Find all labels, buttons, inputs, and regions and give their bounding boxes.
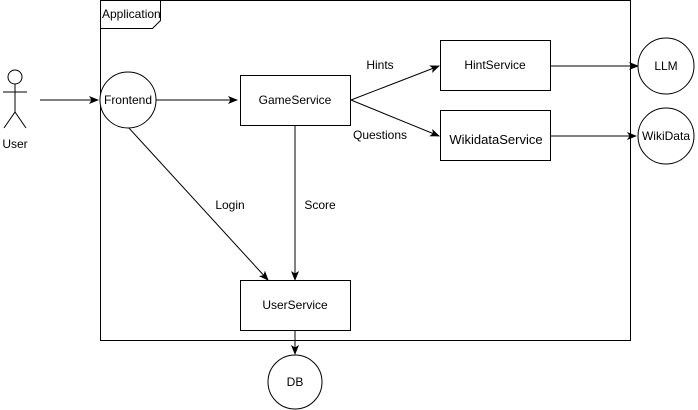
game-service-node: GameService	[240, 75, 351, 126]
game-service-label: GameService	[259, 93, 332, 107]
edge-label-score: Score	[304, 198, 336, 212]
frontend-node: Frontend	[99, 71, 157, 129]
db-node: DB	[267, 354, 323, 410]
application-frame: Application	[100, 0, 631, 341]
edge-gameservice-to-wikidataservice	[350, 99, 440, 137]
db-label: DB	[287, 375, 304, 389]
wikidata-node: WikiData	[637, 107, 695, 165]
user-actor: User	[2, 69, 28, 151]
user-actor-icon	[3, 69, 27, 129]
user-service-node: UserService	[240, 280, 351, 331]
frontend-label: Frontend	[104, 93, 152, 107]
edge-label-questions: Questions	[353, 128, 407, 142]
wikidata-service-node: WikidataService	[440, 110, 551, 161]
hint-service-label: HintService	[464, 58, 526, 72]
application-frame-label: Application	[102, 7, 161, 21]
edges	[40, 62, 639, 355]
wikidata-label: WikiData	[642, 129, 690, 143]
wikidata-service-label: WikidataService	[449, 132, 542, 147]
edge-gameservice-to-hintservice	[350, 65, 440, 101]
llm-node: LLM	[637, 37, 695, 95]
hint-service-node: HintService	[440, 40, 551, 91]
edge-frontend-to-userservice	[127, 126, 269, 281]
edge-label-hints: Hints	[366, 58, 393, 72]
llm-label: LLM	[654, 59, 677, 73]
user-label: User	[2, 137, 27, 151]
user-service-label: UserService	[262, 298, 328, 312]
edge-label-login: Login	[215, 198, 244, 212]
